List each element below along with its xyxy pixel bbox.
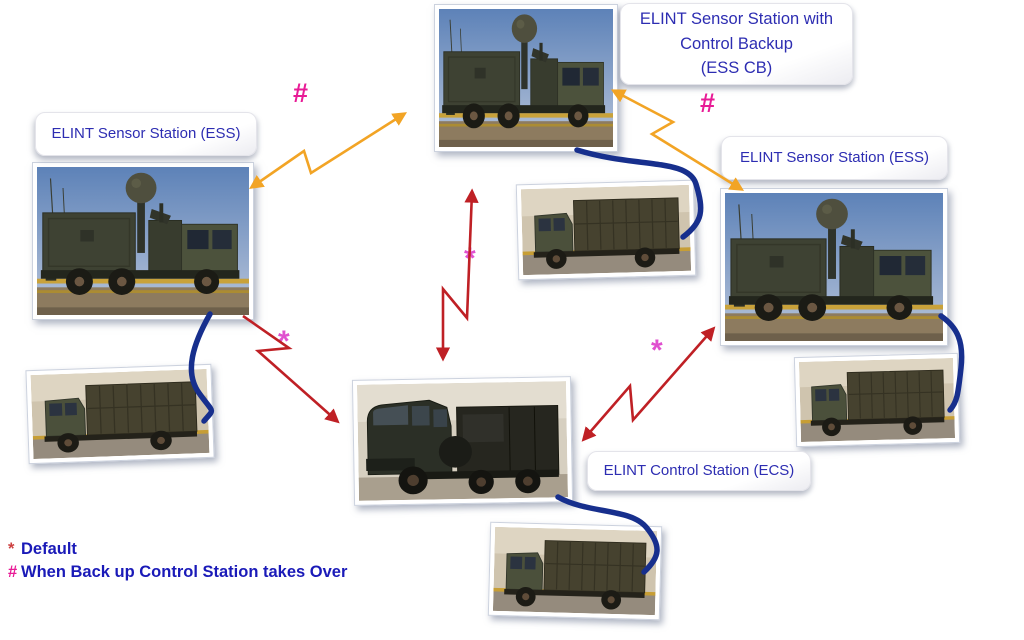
ess-right-label-text: ELINT Sensor Station (ESS)	[740, 148, 929, 166]
default-link-esscb-to-ecs	[435, 188, 479, 362]
backup-link-left-ess-to-esscb	[249, 112, 408, 190]
ess-left-label-text: ELINT Sensor Station (ESS)	[51, 124, 241, 142]
ess-cb-truck-photo	[434, 4, 618, 152]
star-marker-right: *	[651, 334, 663, 367]
default-link-left-ess-to-ecs	[242, 314, 340, 424]
legend-star-symbol: *	[8, 540, 15, 558]
ess-cb-label-line2: Control Backup	[680, 34, 793, 53]
support-truck-photo-right	[793, 352, 961, 448]
ecs-truck-photo	[351, 376, 574, 506]
legend: * Default #When Back up Control Station t…	[8, 538, 347, 584]
ecs-label: ELINT Control Station (ECS)	[587, 451, 811, 491]
ess-cb-label: ELINT Sensor Station with Control Backup…	[620, 3, 853, 85]
star-marker-left: *	[278, 325, 290, 358]
default-link-ecs-to-right-ess	[581, 326, 716, 442]
hash-marker-right: #	[700, 88, 716, 118]
ess-cb-label-line3: (ESS CB)	[700, 59, 773, 78]
hash-marker-left: #	[293, 78, 309, 108]
legend-item-default: * Default	[8, 538, 347, 561]
legend-default-text: Default	[21, 540, 77, 558]
ess-right-truck-photo	[720, 188, 948, 346]
legend-hash-symbol: #	[8, 563, 18, 581]
support-truck-photo-top	[515, 179, 697, 281]
ess-right-label: ELINT Sensor Station (ESS)	[721, 136, 948, 180]
star-marker-center: *	[464, 242, 476, 275]
support-truck-photo-bottom	[487, 521, 663, 621]
ess-cb-label-line1: ELINT Sensor Station with	[639, 9, 834, 28]
ecs-label-text: ELINT Control Station (ECS)	[603, 461, 795, 479]
legend-item-backup: #When Back up Control Station takes Over	[8, 561, 347, 584]
ess-left-truck-photo	[32, 162, 254, 320]
legend-backup-text: When Back up Control Station takes Over	[21, 563, 348, 581]
support-truck-photo-left	[25, 363, 215, 465]
ess-left-label: ELINT Sensor Station (ESS)	[35, 112, 257, 156]
